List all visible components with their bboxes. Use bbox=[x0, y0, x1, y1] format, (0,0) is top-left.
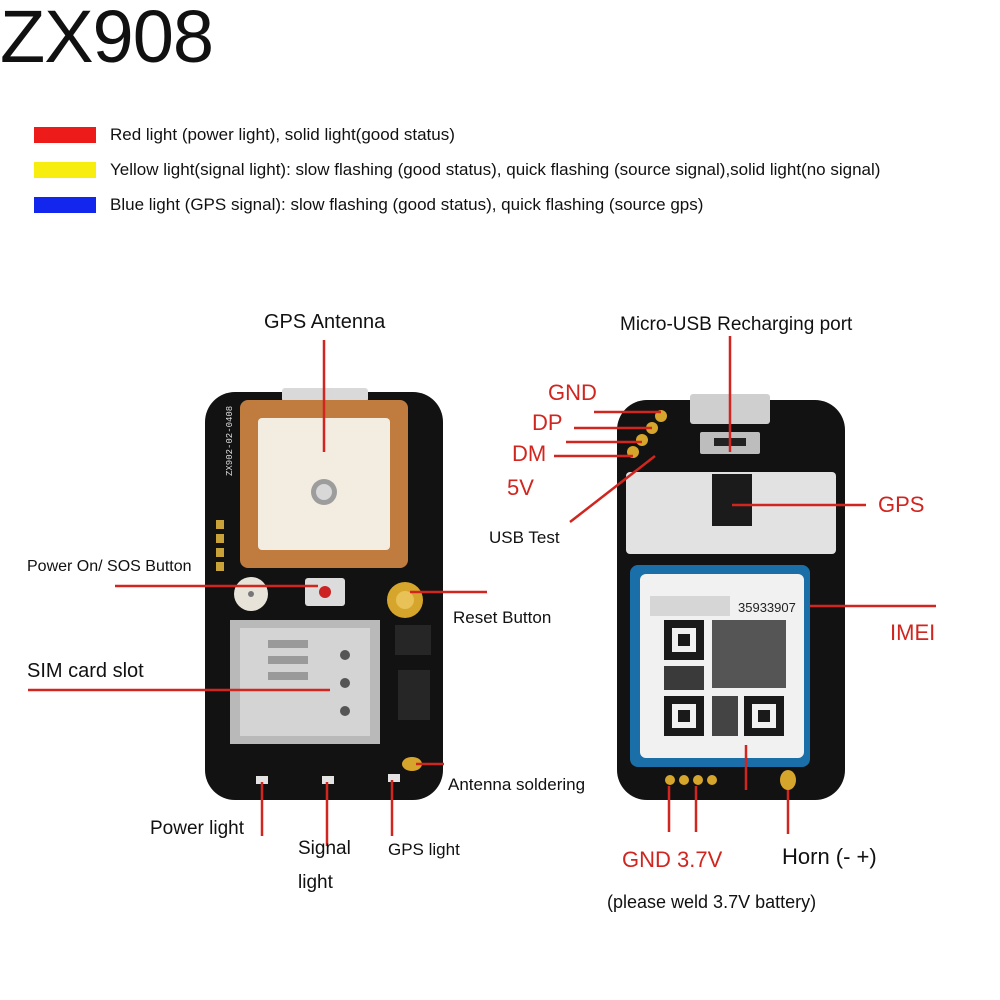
chip bbox=[395, 625, 431, 655]
label-gps-light: GPS light bbox=[388, 840, 460, 859]
label-power-sos: Power On/ SOS Button bbox=[27, 558, 192, 575]
horn-pad bbox=[780, 770, 796, 790]
label-reset: Reset Button bbox=[453, 608, 552, 627]
label-dp: DP bbox=[532, 410, 563, 435]
label-horn: Horn (- +) bbox=[782, 844, 877, 869]
page-title: ZX908 bbox=[0, 0, 214, 78]
label-power-light: Power light bbox=[150, 818, 244, 839]
label-gps-antenna: GPS Antenna bbox=[264, 311, 386, 333]
label-signal-light-2: light bbox=[298, 872, 333, 893]
legend-text-yellow: Yellow light(signal light): slow flashin… bbox=[110, 160, 881, 179]
legend-text-blue: Blue light (GPS signal): slow flashing (… bbox=[110, 195, 704, 214]
back-board: 35933907 bbox=[617, 394, 845, 800]
yellow-swatch bbox=[34, 162, 96, 178]
power-led bbox=[256, 776, 268, 784]
label-gps: GPS bbox=[878, 492, 925, 517]
legend-item-yellow: Yellow light(signal light): slow flashin… bbox=[34, 160, 880, 180]
label-battery-note: (please weld 3.7V battery) bbox=[607, 892, 817, 912]
silkscreen-text: ZX902-02-0408 bbox=[225, 406, 235, 476]
label-gnd: GND bbox=[548, 380, 597, 405]
red-swatch bbox=[34, 127, 96, 143]
front-board: ZX902-02-0408 bbox=[205, 388, 443, 800]
label-gnd-3-7v: GND 3.7V bbox=[622, 847, 723, 872]
label-sim-slot: SIM card slot bbox=[27, 660, 144, 682]
label-5v: 5V bbox=[507, 475, 534, 500]
label-usb-test: USB Test bbox=[489, 528, 560, 547]
label-antenna-soldering: Antenna soldering bbox=[448, 775, 586, 794]
imei-number: 35933907 bbox=[738, 600, 796, 615]
leader-lines bbox=[28, 336, 936, 846]
label-imei: IMEI bbox=[890, 620, 936, 645]
gps-led bbox=[388, 774, 400, 782]
legend-item-blue: Blue light (GPS signal): slow flashing (… bbox=[34, 195, 703, 215]
edge-pads bbox=[216, 520, 224, 571]
label-signal-light-1: Signal bbox=[298, 838, 351, 859]
blue-swatch bbox=[34, 197, 96, 213]
qr-code bbox=[664, 620, 786, 736]
label-usb-port: Micro-USB Recharging port bbox=[620, 314, 853, 335]
legend-item-red: Red light (power light), solid light(goo… bbox=[34, 125, 455, 145]
label-dm: DM bbox=[512, 441, 547, 466]
signal-led bbox=[322, 776, 334, 784]
antenna-solder-pad bbox=[402, 757, 422, 771]
legend-text-red: Red light (power light), solid light(goo… bbox=[110, 125, 455, 144]
